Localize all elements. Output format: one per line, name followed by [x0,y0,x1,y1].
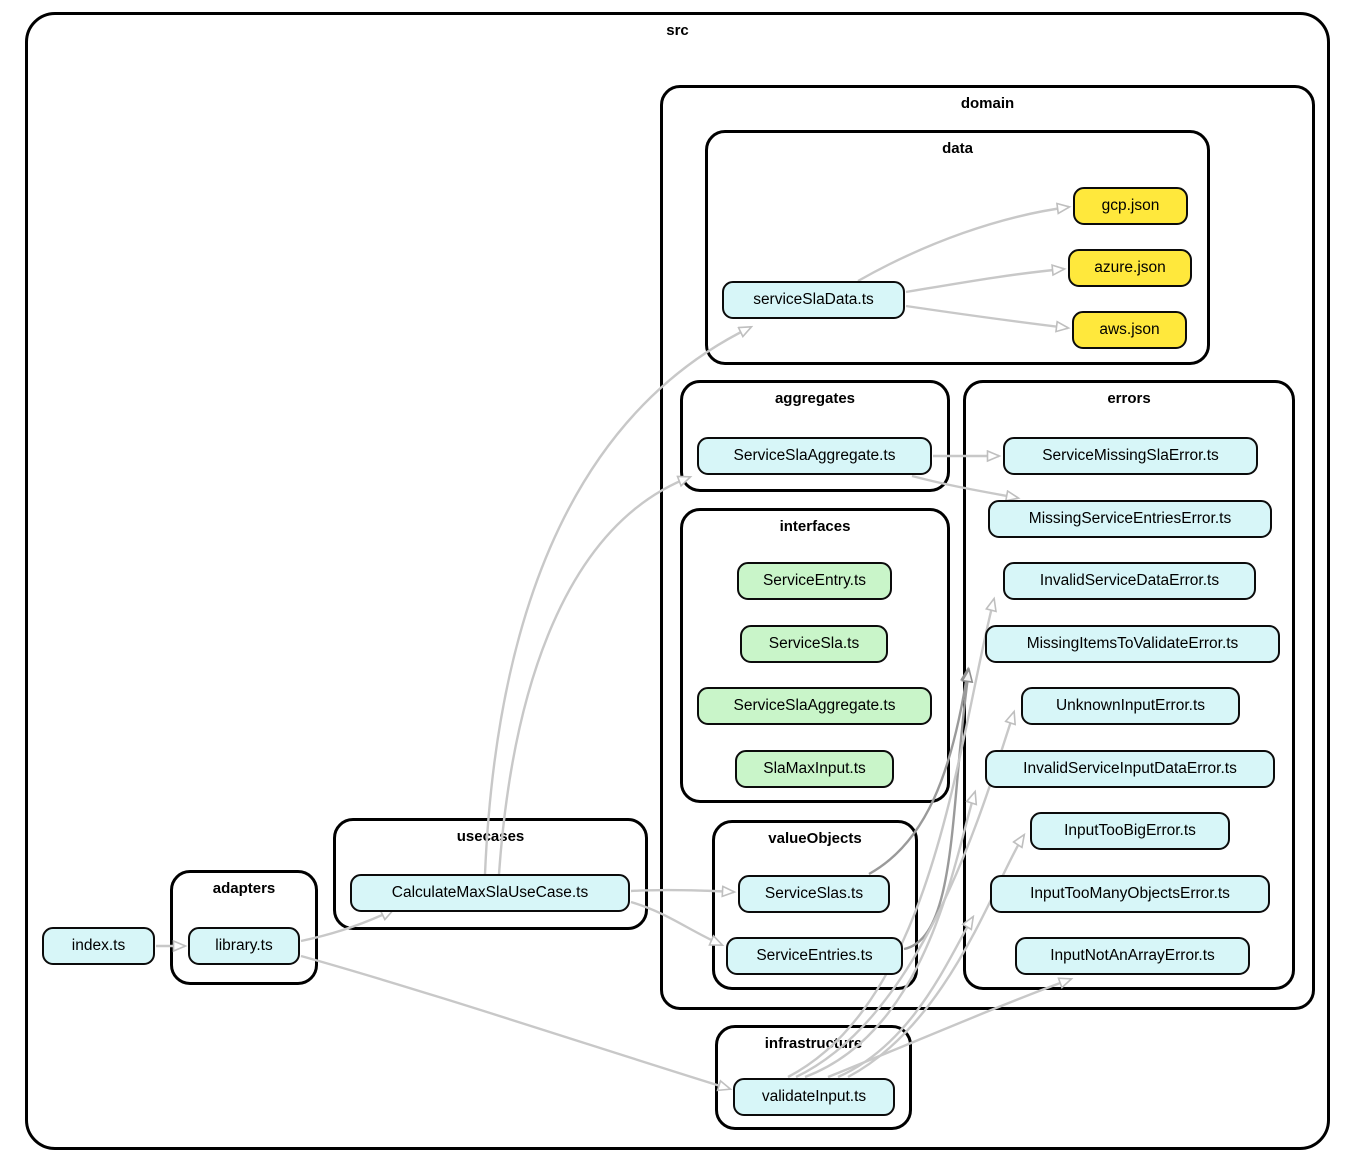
node-unknowninputerror-ts: UnknownInputError.ts [1021,687,1240,725]
node-inputnotanarrayerror-ts: InputNotAnArrayError.ts [1015,937,1250,975]
cluster-label-adapters: adapters [212,880,276,897]
cluster-label-valueobjects: valueObjects [768,830,862,847]
node-azure-json: azure.json [1068,249,1192,287]
node-servicesladata-ts: serviceSlaData.ts [722,281,905,319]
node-index-ts: index.ts [42,927,155,965]
cluster-label-interfaces: interfaces [779,518,851,535]
cluster-src: src [25,12,1330,1150]
node-calculatemaxslausecase-ts: CalculateMaxSlaUseCase.ts [350,874,630,912]
node-inputtoobigerror-ts: InputTooBigError.ts [1030,812,1230,850]
node-slamaxinput-ts: SlaMaxInput.ts [735,750,894,788]
cluster-label-data: data [942,140,973,157]
node-library-ts: library.ts [188,927,300,965]
node-serviceentry-ts: ServiceEntry.ts [737,562,892,600]
cluster-label-aggregates: aggregates [774,390,856,407]
cluster-label-domain: domain [960,95,1015,112]
node-interfaces-serviceslaaggregate-ts: ServiceSlaAggregate.ts [697,687,932,725]
node-missingserviceentrieserror-ts: MissingServiceEntriesError.ts [988,500,1272,538]
cluster-data: data [705,130,1210,365]
node-aws-json: aws.json [1072,311,1187,349]
node-aggregates-serviceslaaggregate-ts: ServiceSlaAggregate.ts [697,437,932,475]
node-servicesla-ts: ServiceSla.ts [740,625,888,663]
node-missingitemstovalidateerror-ts: MissingItemsToValidateError.ts [985,625,1280,663]
node-servicemissingslaerror-ts: ServiceMissingSlaError.ts [1003,437,1258,475]
cluster-label-infrastructure: infrastructure [764,1035,863,1052]
node-invalidservicedataerror-ts: InvalidServiceDataError.ts [1003,562,1256,600]
node-serviceslas-ts: ServiceSlas.ts [738,875,890,913]
cluster-aggregates: aggregates [680,380,950,492]
node-serviceentries-ts: ServiceEntries.ts [726,937,903,975]
node-inputtoomanyobjectserror-ts: InputTooManyObjectsError.ts [990,875,1270,913]
cluster-label-usecases: usecases [456,828,525,845]
node-validateinput-ts: validateInput.ts [733,1078,895,1116]
node-gcp-json: gcp.json [1073,187,1188,225]
cluster-label-errors: errors [1107,390,1151,407]
node-invalidserviceinputdataerror-ts: InvalidServiceInputDataError.ts [985,750,1275,788]
cluster-label-src: src [666,22,689,39]
